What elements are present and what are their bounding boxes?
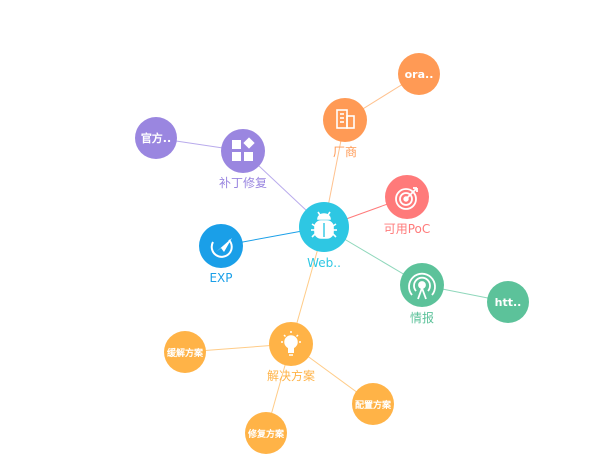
node-solution-child-1[interactable]: 缓解方案 xyxy=(164,331,206,373)
node-poc[interactable]: 可用PoC xyxy=(384,175,431,236)
node-center[interactable]: Web.. xyxy=(299,202,349,270)
node-solution-label: 解决方案 xyxy=(267,368,315,383)
puzzle-icon xyxy=(232,137,255,161)
bug-icon xyxy=(311,211,337,239)
cursor-icon xyxy=(210,238,233,258)
node-patch[interactable]: 补丁修复 xyxy=(219,129,267,190)
node-intel[interactable]: 情报 xyxy=(400,263,444,325)
node-solution-child-1-label: 缓解方案 xyxy=(167,347,204,359)
node-patch-child[interactable]: 官方.. xyxy=(135,117,177,159)
node-solution-child-3-label: 修复方案 xyxy=(247,428,285,440)
node-center-label: Web.. xyxy=(307,256,341,270)
node-intel-label: 情报 xyxy=(410,310,434,325)
node-patch-label: 补丁修复 xyxy=(219,175,267,190)
node-vendor-label: 厂商 xyxy=(333,144,357,159)
node-patch-child-label: 官方.. xyxy=(141,131,171,145)
node-vendor[interactable]: 厂商 xyxy=(323,98,367,159)
node-solution[interactable]: 解决方案 xyxy=(267,322,315,383)
node-solution-child-2[interactable]: 配置方案 xyxy=(352,383,394,425)
node-exp-label: EXP xyxy=(209,271,232,285)
node-vendor-child[interactable]: ora.. xyxy=(398,53,440,95)
broadcast-icon xyxy=(408,272,436,300)
node-solution-child-2-label: 配置方案 xyxy=(355,399,392,411)
node-poc-label: 可用PoC xyxy=(384,222,431,236)
node-solution-child-3[interactable]: 修复方案 xyxy=(245,412,287,454)
node-intel-child[interactable]: htt.. xyxy=(487,281,529,323)
node-intel-child-label: htt.. xyxy=(495,296,522,309)
building-icon xyxy=(336,109,355,129)
lightbulb-icon xyxy=(281,331,301,356)
node-exp[interactable]: EXP xyxy=(199,224,243,285)
node-vendor-child-label: ora.. xyxy=(405,68,434,81)
target-icon xyxy=(395,187,418,210)
